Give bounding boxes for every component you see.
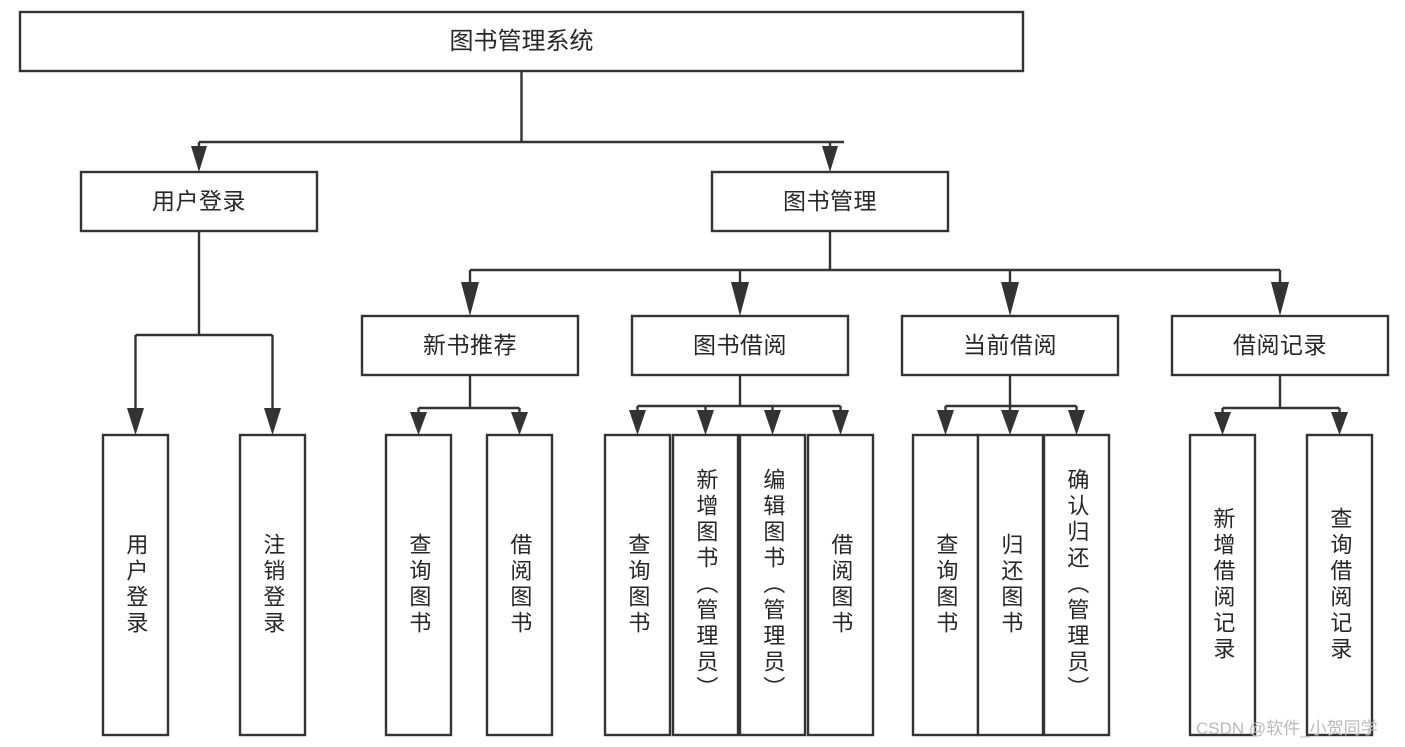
node-box-leaf-recommend-borrow-book[interactable] bbox=[485, 433, 554, 737]
node-box-book-borrow[interactable] bbox=[630, 314, 850, 377]
node-box-user-login[interactable] bbox=[79, 170, 319, 233]
arrow-head-user-login bbox=[191, 146, 207, 172]
node-box-leaf-borrow-edit-book[interactable] bbox=[738, 433, 807, 737]
arrow-head-book-borrow bbox=[731, 282, 749, 316]
node-box-leaf-current-return-book[interactable] bbox=[976, 433, 1045, 737]
arrow-head-current-borrow bbox=[1001, 282, 1019, 316]
arrow-head-leaf-borrow-edit-book bbox=[764, 410, 781, 435]
node-box-leaf-current-confirm-return[interactable] bbox=[1042, 433, 1111, 737]
arrow-head-leaf-current-return-book bbox=[1001, 410, 1019, 435]
arrow-head-leaf-recommend-borrow-book bbox=[511, 412, 528, 435]
node-box-leaf-record-add[interactable] bbox=[1188, 433, 1257, 737]
node-box-new-book-recommend[interactable] bbox=[360, 314, 580, 377]
arrow-head-leaf-recommend-query-book bbox=[410, 412, 427, 435]
arrow-head-new-book-recommend bbox=[461, 282, 479, 316]
arrow-head-leaf-user-logout bbox=[264, 408, 281, 435]
node-box-current-borrow[interactable] bbox=[900, 314, 1120, 377]
arrow-head-borrow-record bbox=[1271, 282, 1289, 316]
node-box-book-management[interactable] bbox=[710, 170, 950, 233]
arrow-head-leaf-current-confirm-return bbox=[1068, 410, 1085, 435]
arrow-head-leaf-record-query bbox=[1331, 412, 1348, 435]
arrow-head-leaf-current-query-book bbox=[937, 410, 954, 435]
node-box-leaf-user-login[interactable] bbox=[101, 433, 170, 737]
node-box-leaf-borrow-query-book[interactable] bbox=[603, 433, 672, 737]
node-box-leaf-borrow-borrow-book[interactable] bbox=[806, 433, 875, 737]
arrow-head-leaf-borrow-borrow-book bbox=[832, 410, 849, 435]
node-box-leaf-recommend-query-book[interactable] bbox=[384, 433, 453, 737]
arrow-head-leaf-user-login bbox=[127, 408, 144, 435]
node-box-leaf-record-query[interactable] bbox=[1305, 433, 1374, 737]
arrow-head-book-management bbox=[822, 146, 838, 172]
arrow-head-leaf-borrow-add-book bbox=[697, 410, 714, 435]
node-box-borrow-record[interactable] bbox=[1170, 314, 1390, 377]
node-box-root[interactable] bbox=[18, 10, 1025, 73]
node-box-leaf-current-query-book[interactable] bbox=[911, 433, 980, 737]
connector-layer bbox=[127, 71, 1348, 435]
arrow-head-leaf-borrow-query-book bbox=[629, 410, 646, 435]
node-box-layer bbox=[18, 10, 1390, 737]
node-box-leaf-borrow-add-book[interactable] bbox=[671, 433, 740, 737]
arrow-head-leaf-record-add bbox=[1214, 412, 1231, 435]
node-box-leaf-user-logout[interactable] bbox=[238, 433, 307, 737]
